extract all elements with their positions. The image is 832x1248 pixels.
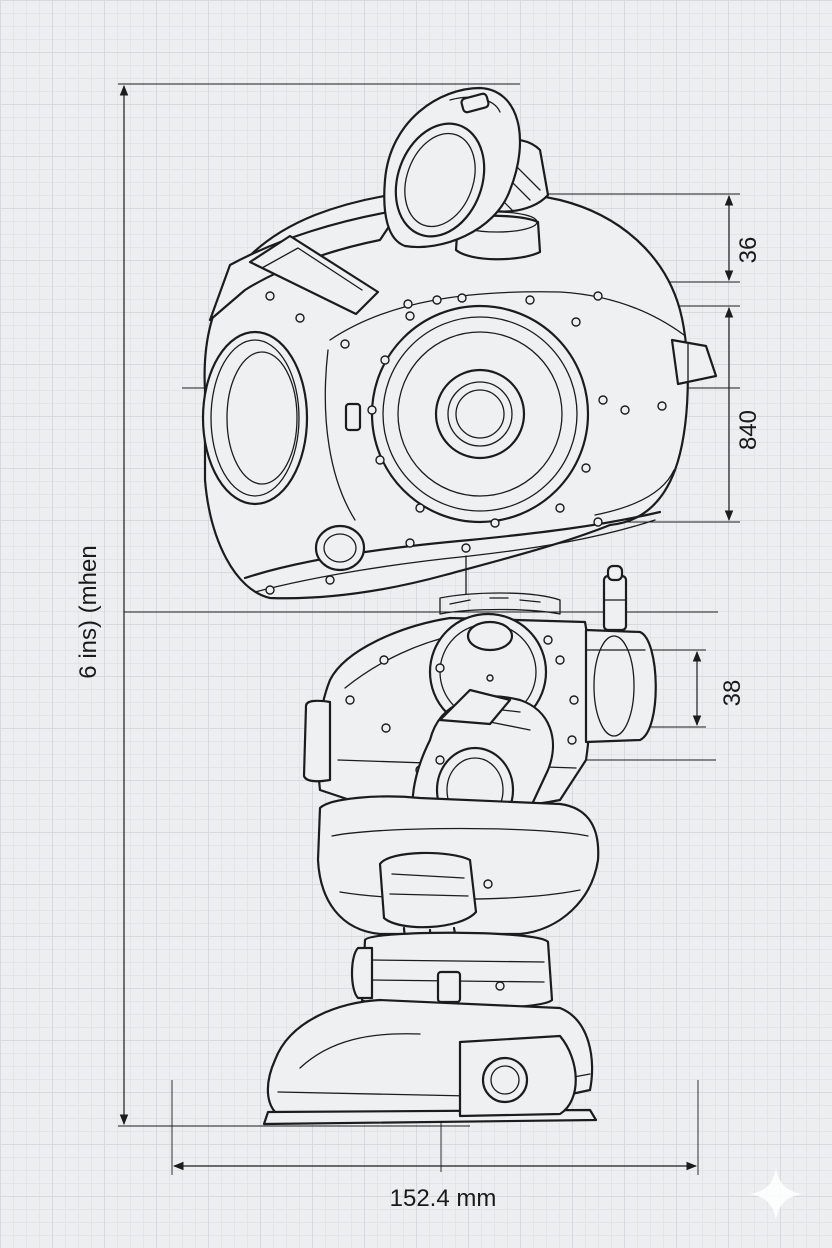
- top-segment-label: 36: [735, 237, 762, 264]
- robot-hips: [316, 795, 600, 947]
- antenna-lamp: [383, 86, 550, 261]
- head-segment-label: 840: [735, 410, 762, 450]
- robot-legs: [262, 931, 598, 1126]
- arm-segment-label: 38: [719, 680, 746, 707]
- robot-neck: [439, 592, 561, 615]
- overall-height-label: 6 ins) (mhen: [75, 545, 102, 678]
- robot-head: [201, 188, 718, 600]
- sparkle-icon: [750, 1168, 802, 1220]
- overall-width-label: 152.4 mm: [390, 1185, 497, 1212]
